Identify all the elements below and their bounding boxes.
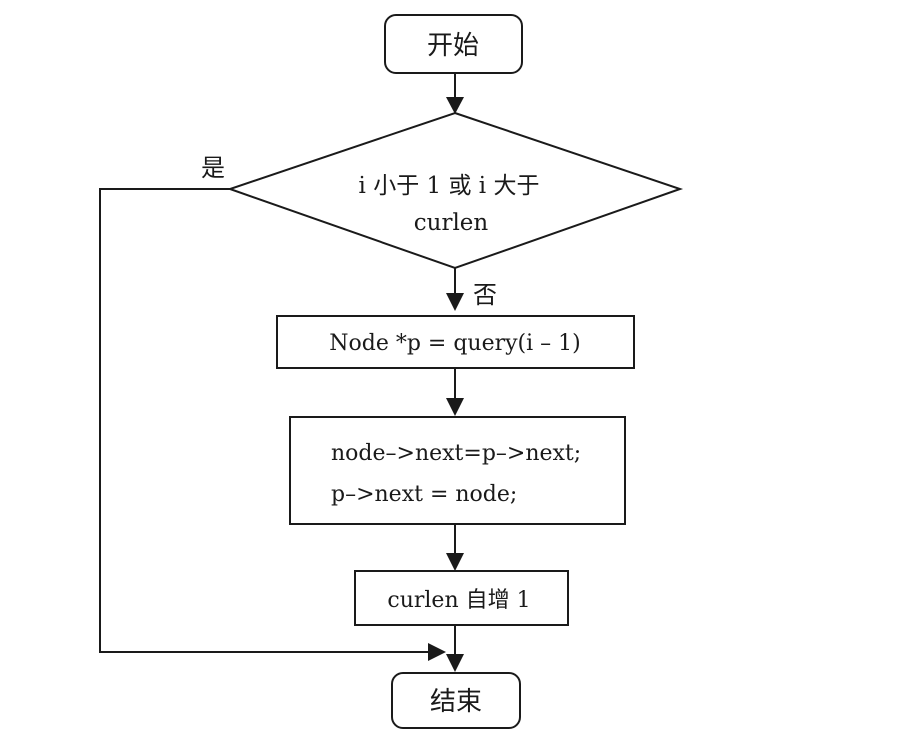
start-node: 开始	[384, 14, 523, 74]
process-link-line1: node–>next=p–>next;	[331, 441, 581, 466]
edge-query-to-link	[446, 368, 464, 416]
edge-start-to-decision	[446, 73, 464, 114]
decision-node: i 小于 1 或 i 大于 curlen	[226, 111, 684, 270]
end-label: 结束	[430, 687, 482, 717]
edge-link-to-increment	[446, 524, 464, 571]
end-node: 结束	[391, 672, 521, 729]
process-link: node–>next=p–>next; p–>next = node;	[289, 416, 626, 525]
process-increment-label: curlen 自增 1	[387, 588, 530, 613]
process-increment: curlen 自增 1	[354, 570, 569, 626]
start-label: 开始	[427, 31, 479, 61]
edge-yes-branch	[99, 188, 446, 661]
process-link-line2: p–>next = node;	[331, 482, 517, 507]
no-label: 否	[473, 281, 497, 309]
edge-no-branch	[446, 268, 464, 311]
process-query-label: Node *p = query(i – 1)	[329, 331, 581, 356]
process-query: Node *p = query(i – 1)	[276, 315, 635, 369]
decision-label-line2: curlen	[414, 210, 489, 236]
edge-increment-to-end	[446, 625, 464, 672]
decision-label-line1: i 小于 1 或 i 大于	[359, 173, 540, 199]
yes-label: 是	[201, 154, 225, 182]
